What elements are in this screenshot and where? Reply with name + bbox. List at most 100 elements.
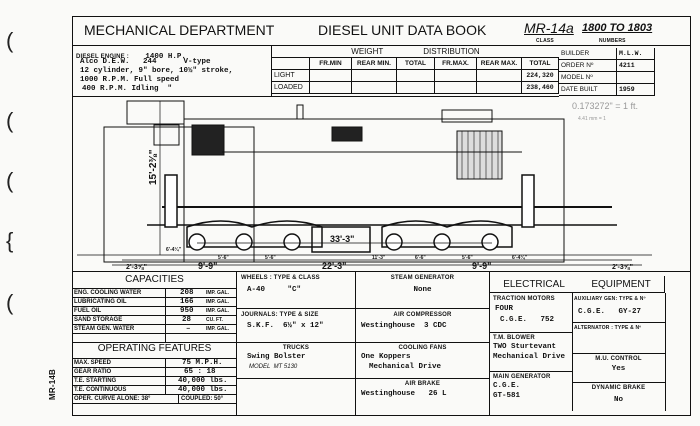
dim-overhang-right: 2'-3⅝" [612, 264, 633, 271]
tm-blower-label: T.M. BLOWER [493, 335, 535, 341]
engine-line: 400 R.P.M. Idling " [82, 85, 173, 93]
capacities-title: CAPACITIES [72, 274, 237, 289]
builder-info: BUILDER M.L.W. ORDER Nº 4211 MODEL Nº DA… [559, 46, 655, 96]
engine-line: 1000 R.P.M. Full speed [80, 76, 180, 84]
tm-blower-drive: Mechanical Drive [493, 353, 566, 361]
col-fr-max: FR.MAX. [435, 58, 477, 70]
dynamic-brake-value: No [613, 396, 623, 404]
locomotive-drawing: 15'-2⅜" 33'-3" 22'-3" 9'-9" 9'-9" 2'-3⅝"… [77, 100, 652, 271]
scale-note-mm: 4.41 mm = 1 [578, 116, 606, 122]
department-title: MECHANICAL DEPARTMENT [84, 22, 275, 38]
dim-truck-left: 9'-9" [198, 261, 217, 271]
binder-hole: ( [6, 108, 14, 133]
divider [72, 45, 691, 46]
dim-d: 11'-3" [372, 255, 386, 261]
dim-height: 15'-2⅜" [148, 149, 159, 185]
mechanical-panel: WHEELS : TYPE & CLASS A-40 "C" JOURNALS:… [237, 272, 490, 415]
main-generator-model: GT-581 [493, 392, 521, 400]
date-built-value: 1959 [617, 84, 655, 96]
divider [72, 96, 559, 97]
light-total: 224,320 [522, 70, 559, 82]
binder-hole: ( [6, 168, 14, 193]
engine-hp: 1400 H.P. [145, 53, 186, 61]
distribution-title: DISTRIBUTION [423, 47, 480, 56]
operating-title: OPERATING FEATURES [72, 343, 237, 359]
dim-c: 5'-6" [265, 255, 276, 261]
cooling-fans-value: One Koppers [361, 353, 411, 361]
engine-label: DIESEL ENGINE : [76, 54, 129, 60]
row-loaded-label: LOADED [272, 82, 310, 94]
order-label: ORDER Nº [559, 60, 617, 72]
model-label: MODEL Nº [559, 72, 617, 84]
col-total-max: TOTAL [522, 58, 559, 70]
trucks [164, 174, 535, 253]
dim-truck-right: 9'-9" [472, 261, 491, 271]
book-title: DIESEL UNIT DATA BOOK [318, 22, 487, 38]
traction-motors-label: TRACTION MOTORS [493, 296, 555, 302]
trucks-model: MODEL MT 5130 [249, 364, 298, 370]
class-label: CLASS [536, 38, 554, 44]
journals-label: JOURNALS: TYPE & SIZE [241, 312, 319, 318]
builder-label: BUILDER [559, 48, 617, 60]
binder-hole: { [6, 228, 14, 253]
dynamic-brake-label: DYNAMIC BRAKE [591, 385, 646, 391]
builder-value: M.L.W. [617, 48, 655, 60]
dim-truck-centers: 22'-3" [322, 261, 346, 271]
model-value [617, 72, 655, 84]
air-brake-label: AIR BRAKE [404, 381, 441, 387]
dim-overhang-left: 2'-3⅝" [126, 264, 147, 271]
main-generator-label: MAIN GENERATOR [493, 374, 551, 380]
data-sheet-frame [72, 16, 691, 416]
steam-generator-value: None [413, 286, 432, 294]
binder-hole: ( [6, 290, 14, 315]
main-generator-make: C.G.E. [493, 382, 521, 390]
dim-wheelbase: 33'-3" [330, 234, 354, 244]
journals-value: S.K.F. 6½" x 12" [247, 322, 324, 330]
aux-gen-label: AUXILIARY GEN: TYPE & Nº [574, 296, 646, 302]
aux-gen-value: C.G.E. GY-27 [578, 308, 642, 316]
engine-line: Alco D.E.W. 244 V-type [80, 58, 211, 66]
air-brake-value: Westinghouse 26 L [361, 390, 447, 398]
alternator-label: ALTERNATOR : TYPE & Nº [574, 325, 642, 331]
air-compressor-value: Westinghouse 3 CDC [361, 322, 447, 330]
col-rear-max: REAR MAX. [477, 58, 522, 70]
cooling-fans-label: COOLING FANS [398, 345, 447, 351]
weight-title: WEIGHT [351, 47, 384, 56]
dim-e: 6'-6" [415, 255, 426, 261]
trucks-value: Swing Bolster [247, 353, 306, 361]
electrical-title: ELECTRICAL [503, 278, 565, 290]
col-fr-min: FR.MIN [310, 58, 352, 70]
dim-f: 5'-6" [462, 255, 473, 261]
wheels-label: WHEELS : TYPE & CLASS [241, 275, 320, 281]
locomotive-body [103, 100, 617, 263]
steam-generator-label: STEAM GENERATOR [390, 275, 455, 281]
air-compressor-label: AIR COMPRESSOR [393, 312, 452, 318]
divider [72, 271, 691, 272]
dim-b: 5'-6" [218, 255, 229, 261]
dim-a: 6'-4¼" [166, 246, 182, 253]
numbers-label: NUMBERS [599, 38, 626, 44]
trucks-label: TRUCKS [282, 345, 310, 351]
operating-curve-row: OPER. CURVE ALONE: 38°COUPLED: 50° [72, 395, 237, 404]
dim-g: 6'-4¼" [512, 254, 528, 261]
engine-line: 12 cylinder, 9" bore, 10½" stroke, [80, 67, 234, 75]
order-value: 4211 [617, 60, 655, 72]
loaded-total: 238,460 [522, 82, 559, 94]
col-total: TOTAL [397, 58, 435, 70]
traction-motors-type: C.G.E. 752 [500, 316, 555, 324]
engine-box: DIESEL ENGINE : 1400 H.P. Alco D.E.W. 24… [72, 46, 272, 96]
dimension-lines [77, 101, 652, 266]
traction-motors-count: FOUR [495, 305, 514, 313]
scale-note: 0.173272" = 1 ft. [572, 101, 638, 111]
mu-control-label: M.U. CONTROL [595, 356, 642, 362]
margin-mark: MR-14B [48, 369, 57, 400]
